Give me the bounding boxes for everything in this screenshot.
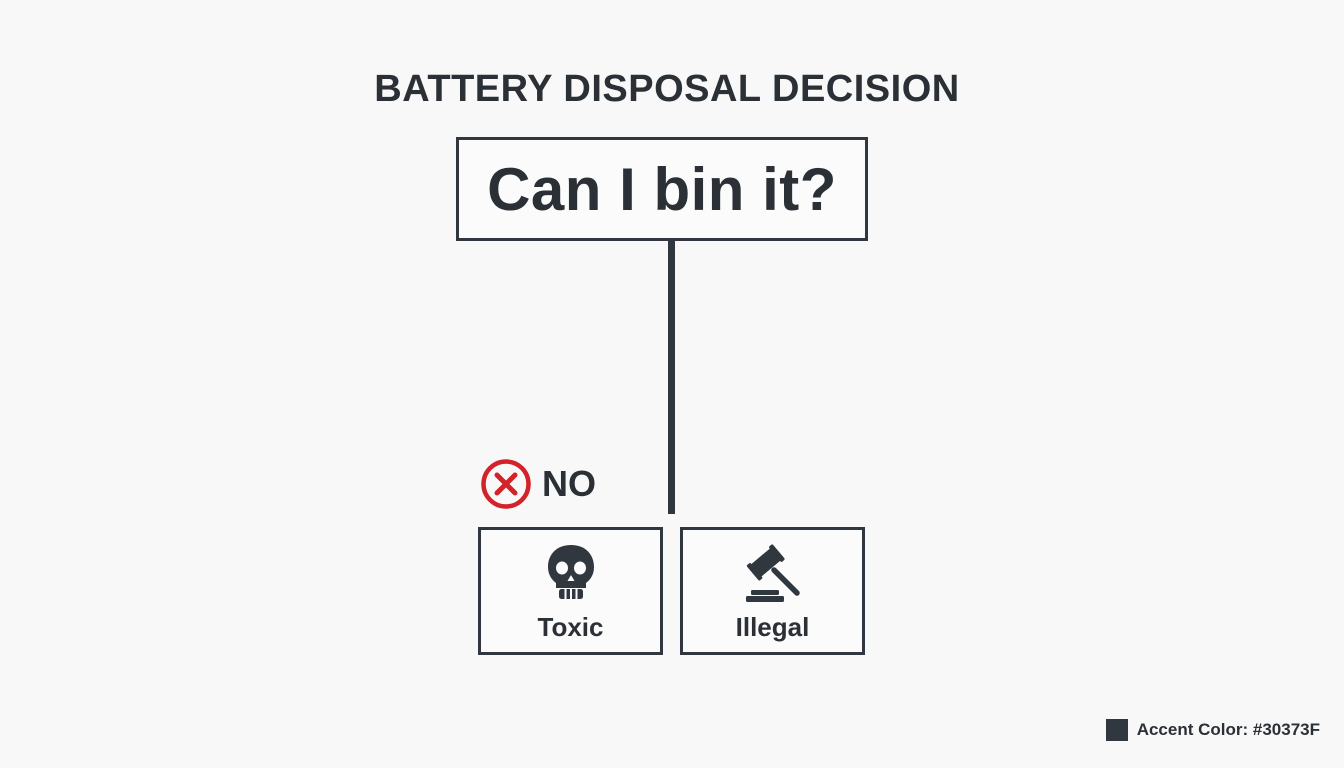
reason-label-toxic: Toxic xyxy=(537,612,604,642)
reason-card-illegal: Illegal xyxy=(680,527,865,655)
skull-icon xyxy=(547,545,594,599)
question-node: Can I bin it? xyxy=(456,137,868,241)
accent-swatch xyxy=(1105,719,1128,741)
reason-label-illegal: Illegal xyxy=(735,612,810,642)
accent-color-legend: Accent Color: #30373F xyxy=(1105,719,1320,741)
connector-line xyxy=(668,241,675,514)
cross-circle-icon xyxy=(481,459,531,509)
answer-text: NO xyxy=(542,463,596,504)
diagram-title: BATTERY DISPOSAL DECISION xyxy=(374,68,960,110)
reason-card-toxic: Toxic xyxy=(478,527,663,655)
gavel-icon xyxy=(745,544,800,602)
answer-label: NO xyxy=(480,458,596,510)
accent-color-label: Accent Color: #30373F xyxy=(1136,720,1320,739)
question-text: Can I bin it? xyxy=(487,155,837,223)
